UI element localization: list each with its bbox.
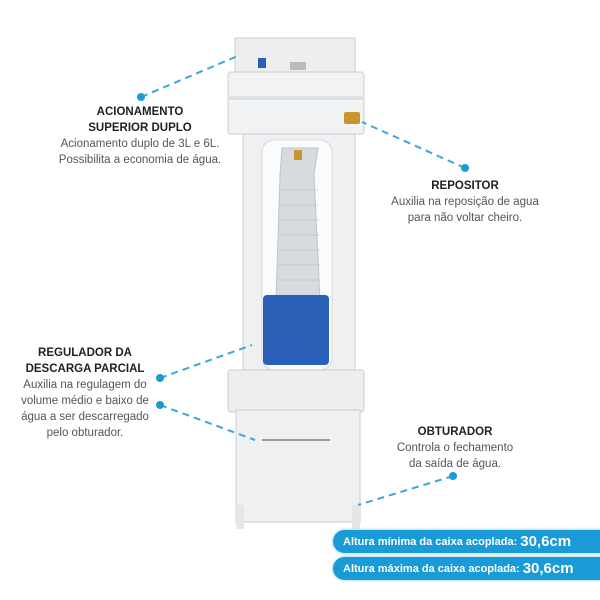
callout-desc: Auxilia na regulagem do xyxy=(23,379,147,391)
spec-value: 30,6cm xyxy=(522,560,574,577)
callout-lines xyxy=(140,54,466,506)
callout-desc: Possibilita a economia de água. xyxy=(58,154,222,166)
callout-desc: Acionamento duplo de 3L e 6L. xyxy=(60,138,220,150)
callout-desc: Controla o fechamento xyxy=(396,442,514,454)
spec-max-height: Altura máxima da caixa acoplada: 30,6cm xyxy=(333,557,600,580)
callout-desc: para não voltar cheiro. xyxy=(407,212,523,224)
callout-title: REPOSITOR xyxy=(431,180,499,192)
spec-label: Altura mínima da caixa acoplada: xyxy=(343,535,518,548)
callout-desc: Auxilia na reposição de agua xyxy=(391,196,539,208)
spec-label: Altura máxima da caixa acoplada: xyxy=(343,562,520,575)
callout-dots xyxy=(137,93,469,480)
brass-fitting xyxy=(344,112,360,124)
callout-regulador: REGULADOR DA DESCARGA PARCIAL Auxilia na… xyxy=(5,345,165,441)
callout-title: REGULADOR DA xyxy=(38,347,132,359)
spec-value: 30,6cm xyxy=(520,533,572,550)
callout-desc: da saída de água. xyxy=(408,458,502,470)
flush-valve-product xyxy=(227,37,365,529)
callout-repositor: REPOSITOR Auxilia na reposição de agua p… xyxy=(375,178,555,226)
callout-desc: pelo obturador. xyxy=(46,427,124,439)
callout-obturador: OBTURADOR Controla o fechamento da saída… xyxy=(380,424,530,472)
callout-title: SUPERIOR DUPLO xyxy=(88,122,192,134)
callout-desc: volume médio e baixo de xyxy=(21,395,149,407)
callout-title: DESCARGA PARCIAL xyxy=(25,363,145,375)
callout-desc: água a ser descarregado xyxy=(21,411,149,423)
callout-title: OBTURADOR xyxy=(417,426,493,438)
spec-min-height: Altura mínima da caixa acoplada: 30,6cm xyxy=(333,530,600,553)
callout-acionamento: ACIONAMENTO SUPERIOR DUPLO Acionamento d… xyxy=(40,104,240,168)
callout-title: ACIONAMENTO xyxy=(96,106,184,118)
